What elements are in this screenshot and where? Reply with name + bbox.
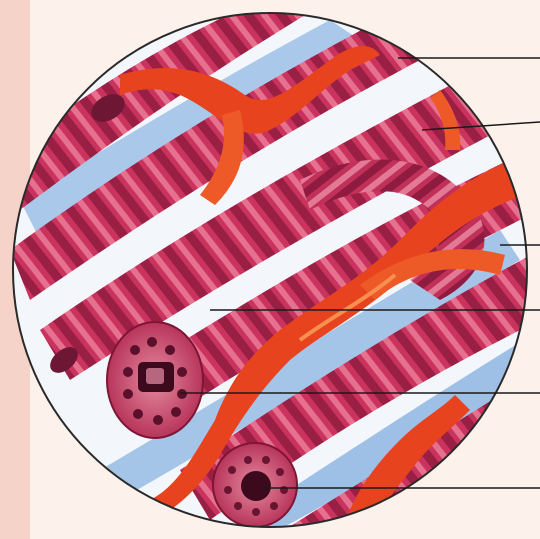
nucleus-inner (146, 368, 164, 384)
central-nucleus (241, 471, 271, 501)
